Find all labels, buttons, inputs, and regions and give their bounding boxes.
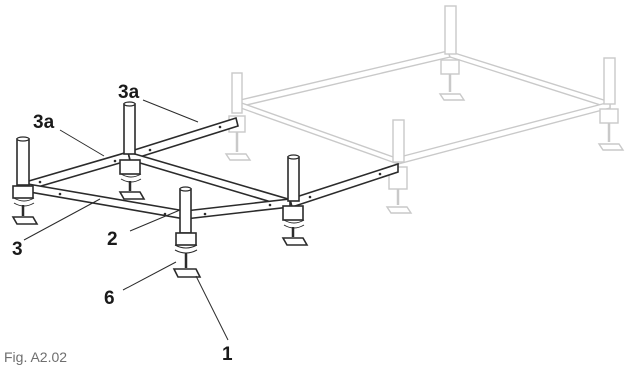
leader-lines bbox=[23, 99, 229, 341]
rail-3a-top bbox=[127, 116, 239, 162]
main-frame bbox=[11, 101, 399, 278]
ghost-frame bbox=[224, 5, 625, 214]
ghost-rail-left bbox=[234, 99, 400, 166]
rail-inner bbox=[126, 150, 289, 209]
leader-3a-top bbox=[142, 99, 199, 123]
leg-back bbox=[118, 101, 146, 200]
figure-caption: Fig. A2.02 bbox=[4, 349, 67, 365]
callout-3a-left: 3a bbox=[33, 112, 55, 133]
callout-2: 2 bbox=[107, 229, 118, 250]
leader-1 bbox=[195, 275, 229, 341]
leg-far-left bbox=[11, 136, 39, 225]
ghost-rail-back bbox=[235, 50, 451, 108]
callout-3: 3 bbox=[12, 239, 23, 260]
ghost-leg-back bbox=[438, 5, 466, 101]
bolt-holes bbox=[38, 125, 382, 216]
leader-3 bbox=[23, 198, 101, 241]
ghost-rail-right bbox=[446, 49, 611, 109]
leader-3a-left bbox=[59, 129, 105, 157]
leader-2 bbox=[129, 209, 181, 232]
leg-front bbox=[172, 186, 202, 278]
foot-plate bbox=[172, 268, 202, 278]
rail-front-right bbox=[184, 198, 291, 220]
ghost-leg-left bbox=[224, 72, 252, 161]
callout-1: 1 bbox=[222, 344, 233, 365]
ghost-leg-right bbox=[597, 57, 625, 151]
leg-right bbox=[281, 154, 309, 246]
rail-3-front bbox=[20, 182, 186, 220]
ghost-rail-front bbox=[395, 101, 611, 165]
leader-6 bbox=[122, 261, 177, 291]
callout-6: 6 bbox=[104, 288, 115, 309]
callout-3a-top: 3a bbox=[118, 82, 140, 103]
rail-extension bbox=[289, 162, 399, 209]
